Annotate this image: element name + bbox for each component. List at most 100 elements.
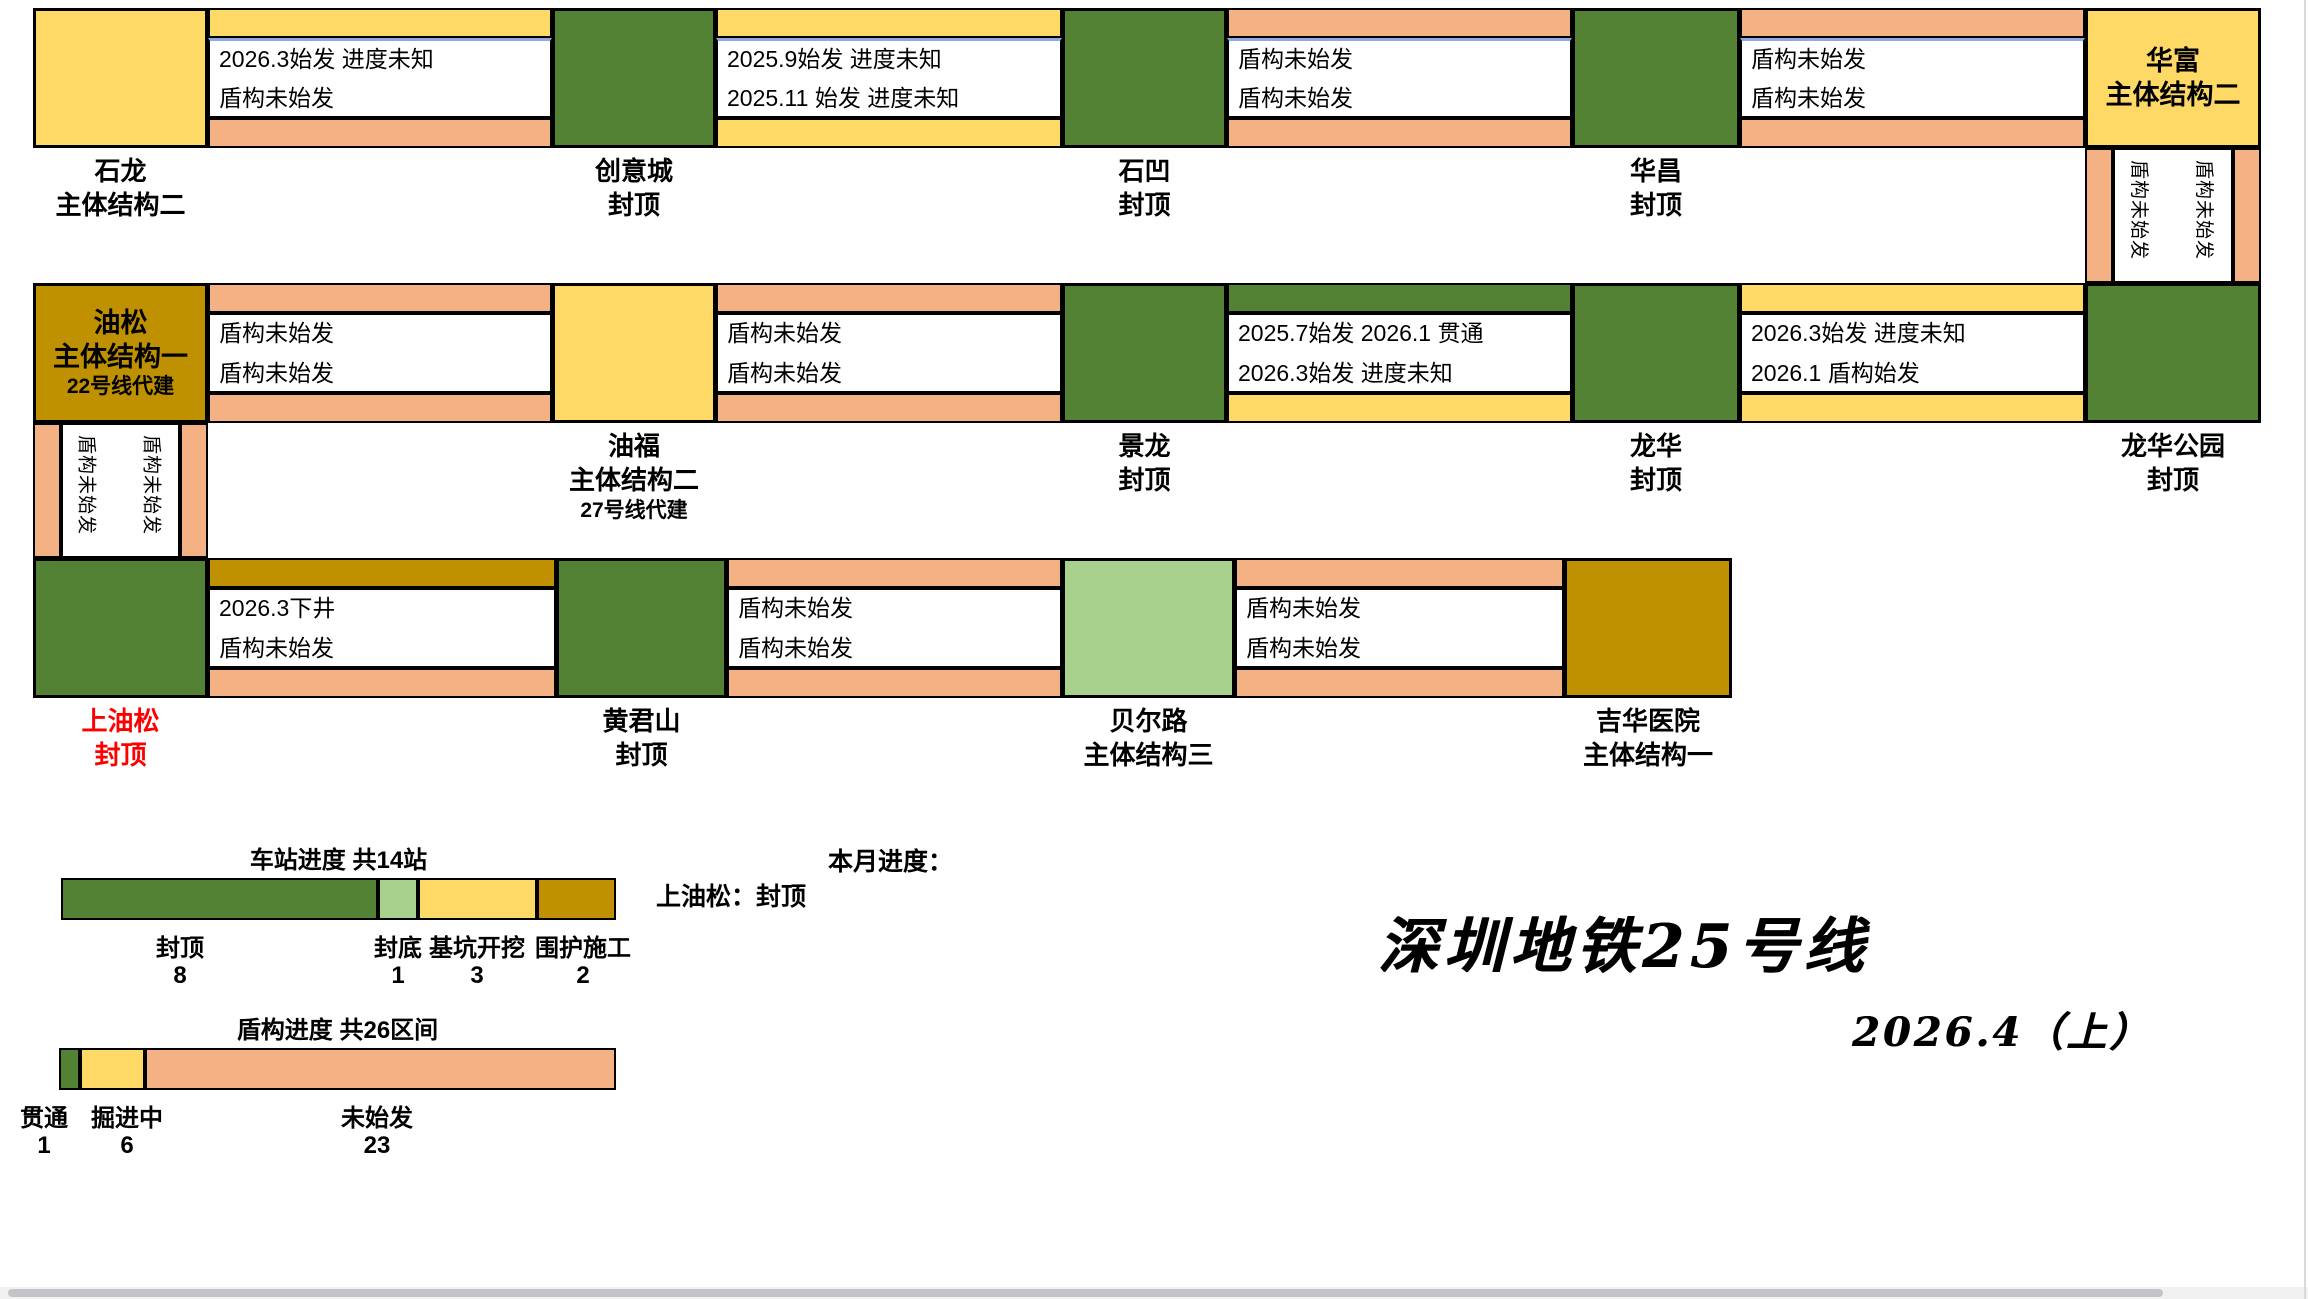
segment-status-line: 盾构未始发	[727, 360, 842, 386]
legend-label-base-sealed: 封底	[374, 935, 422, 962]
connector-left-strip	[33, 423, 61, 558]
line-title: 深圳地铁25号线	[1378, 912, 1870, 982]
segment-status-box: 盾构未始发盾构未始发	[716, 313, 1062, 393]
legend-segment-base-sealed	[378, 878, 418, 920]
station-label-line: 黄君山	[602, 706, 681, 736]
station-label-huachang: 华昌封顶	[1502, 154, 1810, 222]
segment-bottom-strip	[1740, 393, 2085, 423]
segment-top-strip	[1227, 283, 1572, 313]
station-label-line: 上油松	[81, 706, 160, 736]
segment-status-line: 盾构未始发	[738, 635, 853, 661]
legend-count-boring: 6	[120, 1132, 134, 1159]
station-label-shangyousong: 上油松封顶	[0, 704, 278, 772]
legend-count-not-started: 23	[363, 1132, 391, 1159]
legend-count-enclosure: 2	[576, 962, 590, 989]
station-label-line: 封顶	[1629, 465, 1682, 495]
segment-status-line: 2026.3下井	[219, 595, 336, 621]
legend-segment-through	[59, 1048, 80, 1090]
segment-status-line: 2025.11 始发 进度未知	[727, 85, 960, 111]
legend-segment-enclosure	[537, 878, 616, 920]
station-label-line: 封顶	[607, 190, 660, 220]
station-label-line: 石凹	[1118, 156, 1171, 186]
connector-right-strip	[2233, 148, 2261, 283]
connector-status-line: 盾构未始发	[2128, 160, 2149, 261]
segment-status-line: 盾构未始发	[1751, 46, 1866, 72]
segment-top-strip	[1740, 8, 2085, 38]
segment-status-line: 盾构未始发	[1246, 595, 1361, 621]
station-block-jihuayiyuan	[1564, 558, 1732, 698]
segment-top-strip	[208, 8, 552, 38]
station-label-line: 封顶	[2146, 465, 2199, 495]
segment-status-line: 盾构未始发	[219, 635, 334, 661]
monthly-progress-heading: 本月进度：	[828, 848, 954, 876]
segment-status-box: 2026.3始发 进度未知 2026.1 盾构始发	[1740, 313, 2085, 393]
segment-status-line: 盾构未始发	[727, 320, 842, 346]
segment-top-strip	[208, 558, 556, 588]
station-label-line: 景龙	[1118, 431, 1171, 461]
station-label-shilong: 石龙主体结构二	[0, 154, 278, 222]
station-label-jinglong: 景龙封顶	[992, 429, 1297, 497]
segment-status-line: 盾构未始发	[1238, 85, 1353, 111]
station-label-line: 油福	[607, 431, 660, 461]
segment-top-strip	[1235, 558, 1564, 588]
segment-status-box: 2026.3下井盾构未始发	[208, 588, 556, 668]
segment-bottom-strip	[1227, 118, 1572, 148]
station-label-line: 龙华	[1629, 431, 1682, 461]
segment-bottom-strip	[208, 393, 552, 423]
legend-count-excavation: 3	[470, 962, 484, 989]
station-label-line: 主体结构一	[1582, 740, 1713, 770]
segment-status-box: 2025.9始发 进度未知 2025.11 始发 进度未知	[716, 38, 1062, 118]
segment-bottom-strip	[1235, 668, 1564, 698]
legend-label-boring: 掘进中	[91, 1105, 163, 1132]
segment-bottom-strip	[716, 393, 1062, 423]
connector-status-box-huafu-longhuagongyuan: 盾构未始发盾构未始发	[2113, 148, 2233, 283]
segment-status-box: 盾构未始发盾构未始发	[1740, 38, 2085, 118]
segment-status-box: 盾构未始发盾构未始发	[1227, 38, 1572, 118]
connector-status-line: 盾构未始发	[75, 435, 97, 536]
station-name-line: 主体结构一	[53, 342, 188, 372]
station-label-line: 封顶	[1118, 190, 1171, 220]
segment-status-line: 盾构未始发	[1238, 46, 1353, 72]
segment-top-strip	[727, 558, 1062, 588]
segment-status-line: 盾构未始发	[219, 360, 334, 386]
station-label-chuangyicheng: 创意城封顶	[482, 154, 786, 222]
segment-status-line: 2025.7始发 2026.1 贯通	[1238, 320, 1484, 346]
station-block-yousong: 油松主体结构一 22号线代建	[33, 283, 208, 423]
connector-right-strip	[180, 423, 208, 558]
station-label-beierlu: 贝尔路主体结构三	[992, 704, 1305, 772]
segment-status-line: 盾构未始发	[1751, 85, 1866, 111]
segment-top-strip	[1227, 8, 1572, 38]
horizontal-scrollbar-thumb[interactable]	[8, 1289, 2163, 1297]
station-name-line: 22号线代建	[66, 375, 175, 398]
station-label-line: 封顶	[94, 740, 147, 770]
station-name-line: 油松	[93, 308, 148, 338]
station-block-chuangyicheng	[552, 8, 716, 148]
segment-status-line: 2026.3始发 进度未知	[1751, 320, 1966, 346]
segment-status-box: 盾构未始发盾构未始发	[1235, 588, 1564, 668]
segment-bottom-strip	[727, 668, 1062, 698]
segment-top-strip	[208, 283, 552, 313]
station-label-line: 华昌	[1629, 156, 1682, 186]
segment-status-box: 2026.3始发 进度未知盾构未始发	[208, 38, 552, 118]
segment-status-line: 盾构未始发	[219, 85, 334, 111]
station-block-longhua	[1572, 283, 1740, 423]
station-block-jinglong	[1062, 283, 1227, 423]
station-block-beierlu	[1062, 558, 1235, 698]
station-name-line: 主体结构二	[2105, 80, 2241, 110]
station-label-line: 贝尔路	[1109, 706, 1188, 736]
segment-top-strip	[716, 8, 1062, 38]
station-label-longhuagongyuan: 龙华公园封顶	[2015, 429, 2308, 497]
station-label-line: 龙华公园	[2120, 431, 2225, 461]
station-label-line: 吉华医院	[1595, 706, 1700, 736]
connector-status-box-yousong-shangyousong: 盾构未始发盾构未始发	[61, 423, 180, 558]
segment-status-line: 2026.1 盾构始发	[1751, 360, 1920, 386]
connector-left-strip	[2085, 148, 2113, 283]
station-label-line: 封顶	[615, 740, 668, 770]
window-right-edge	[2304, 0, 2306, 1299]
segment-status-line: 2026.3始发 进度未知	[219, 46, 434, 72]
station-block-huafu: 华富主体结构二	[2085, 8, 2261, 148]
segment-status-line: 2025.9始发 进度未知	[727, 46, 942, 72]
segment-status-box: 盾构未始发盾构未始发	[208, 313, 552, 393]
